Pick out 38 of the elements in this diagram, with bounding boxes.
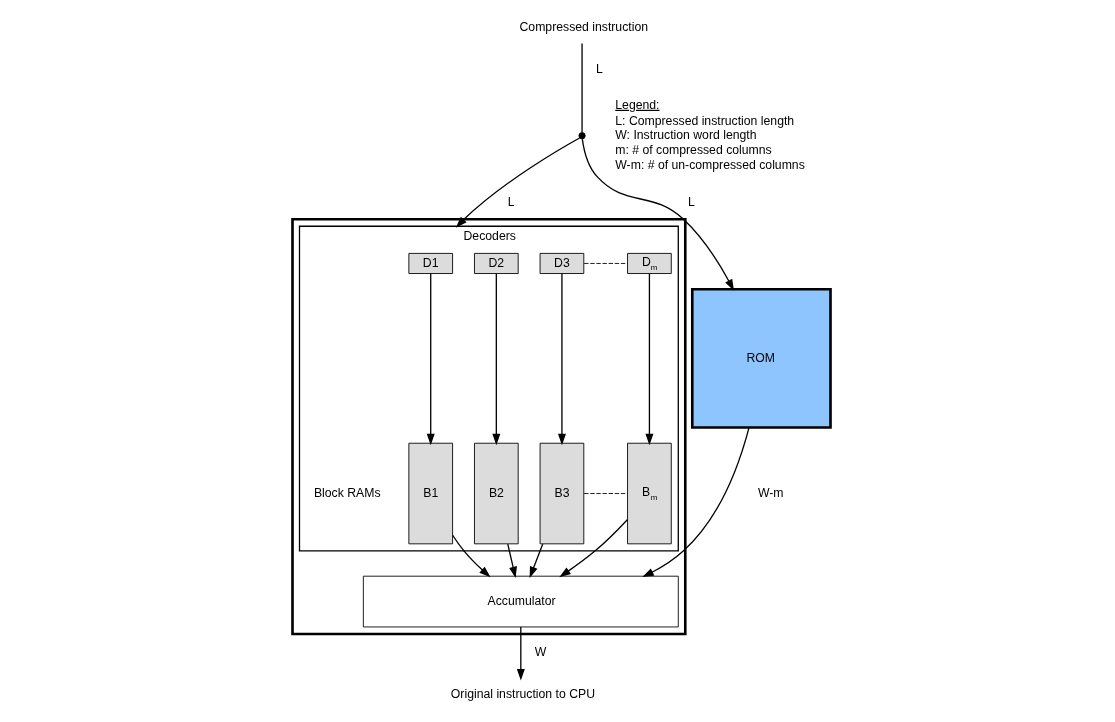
arrow <box>558 518 628 578</box>
legend-label: W: Instruction word length <box>614 128 757 143</box>
arrow <box>491 272 500 446</box>
legend-label: L: Compressed instruction length <box>614 113 794 128</box>
legend-label: m: # of compressed columns <box>614 143 772 158</box>
node-box: B2 <box>473 442 519 545</box>
node-box: B3 <box>539 442 584 545</box>
arrow <box>516 626 525 681</box>
node-box: Accumulator <box>362 575 679 628</box>
edge-label: L <box>687 194 695 209</box>
arrow <box>641 426 750 577</box>
arrow <box>529 543 543 578</box>
arrow <box>644 272 653 446</box>
node-box: B1 <box>407 442 453 545</box>
node-box: D$_{m}$ <box>626 252 672 274</box>
node-circle <box>577 132 586 140</box>
legend-label: W-m: # of un-compressed columns <box>614 158 805 173</box>
node-box: D3 <box>539 252 584 274</box>
arrow <box>451 534 490 578</box>
node-box: B$_{m}$ <box>626 442 672 545</box>
arrow <box>455 137 580 228</box>
node-box: D2 <box>473 252 519 274</box>
node-text: Compressed instruction <box>519 19 648 34</box>
connector <box>580 42 583 134</box>
arrow <box>557 272 566 446</box>
edge-label: L <box>507 194 515 209</box>
edge-label: L <box>595 61 603 76</box>
node-box: D1 <box>407 252 453 274</box>
connector <box>583 263 628 264</box>
arrow <box>426 272 435 446</box>
node-box: ROM <box>690 287 832 429</box>
label: Legend: <box>614 97 660 112</box>
connector <box>583 493 628 494</box>
edge-label: W <box>534 645 546 660</box>
node-text: Original instruction to CPU <box>450 686 595 701</box>
edge-label: W-m <box>757 486 783 501</box>
arrow <box>581 138 734 291</box>
arrow <box>506 543 517 579</box>
